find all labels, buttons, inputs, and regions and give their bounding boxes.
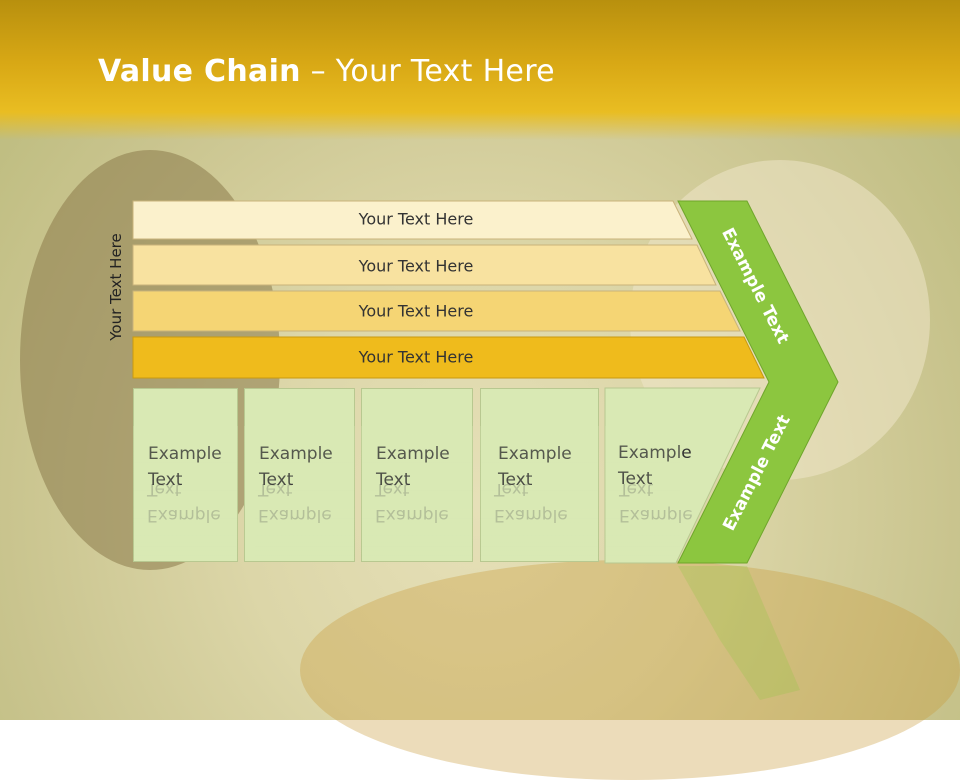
bar-3 [132, 290, 741, 332]
value-chain-shapes [132, 200, 839, 700]
header-band [0, 0, 960, 140]
title-rest: – Your Text Here [300, 54, 555, 89]
bar-label-4: Your Text Here [358, 347, 474, 367]
bar-label-1: Your Text Here [358, 209, 474, 229]
bar-label-2: Your Text Here [358, 256, 474, 276]
box-5-shape [604, 387, 761, 564]
slide-title: Value Chain – Your Text Here [98, 54, 555, 89]
bar-1 [132, 200, 693, 240]
bar-2 [132, 244, 717, 286]
chevron-arrow [677, 200, 839, 564]
bar-4 [132, 336, 765, 379]
bar-label-3: Your Text Here [358, 301, 474, 321]
chevron-reflection [678, 566, 800, 700]
title-bold: Value Chain [98, 54, 301, 89]
